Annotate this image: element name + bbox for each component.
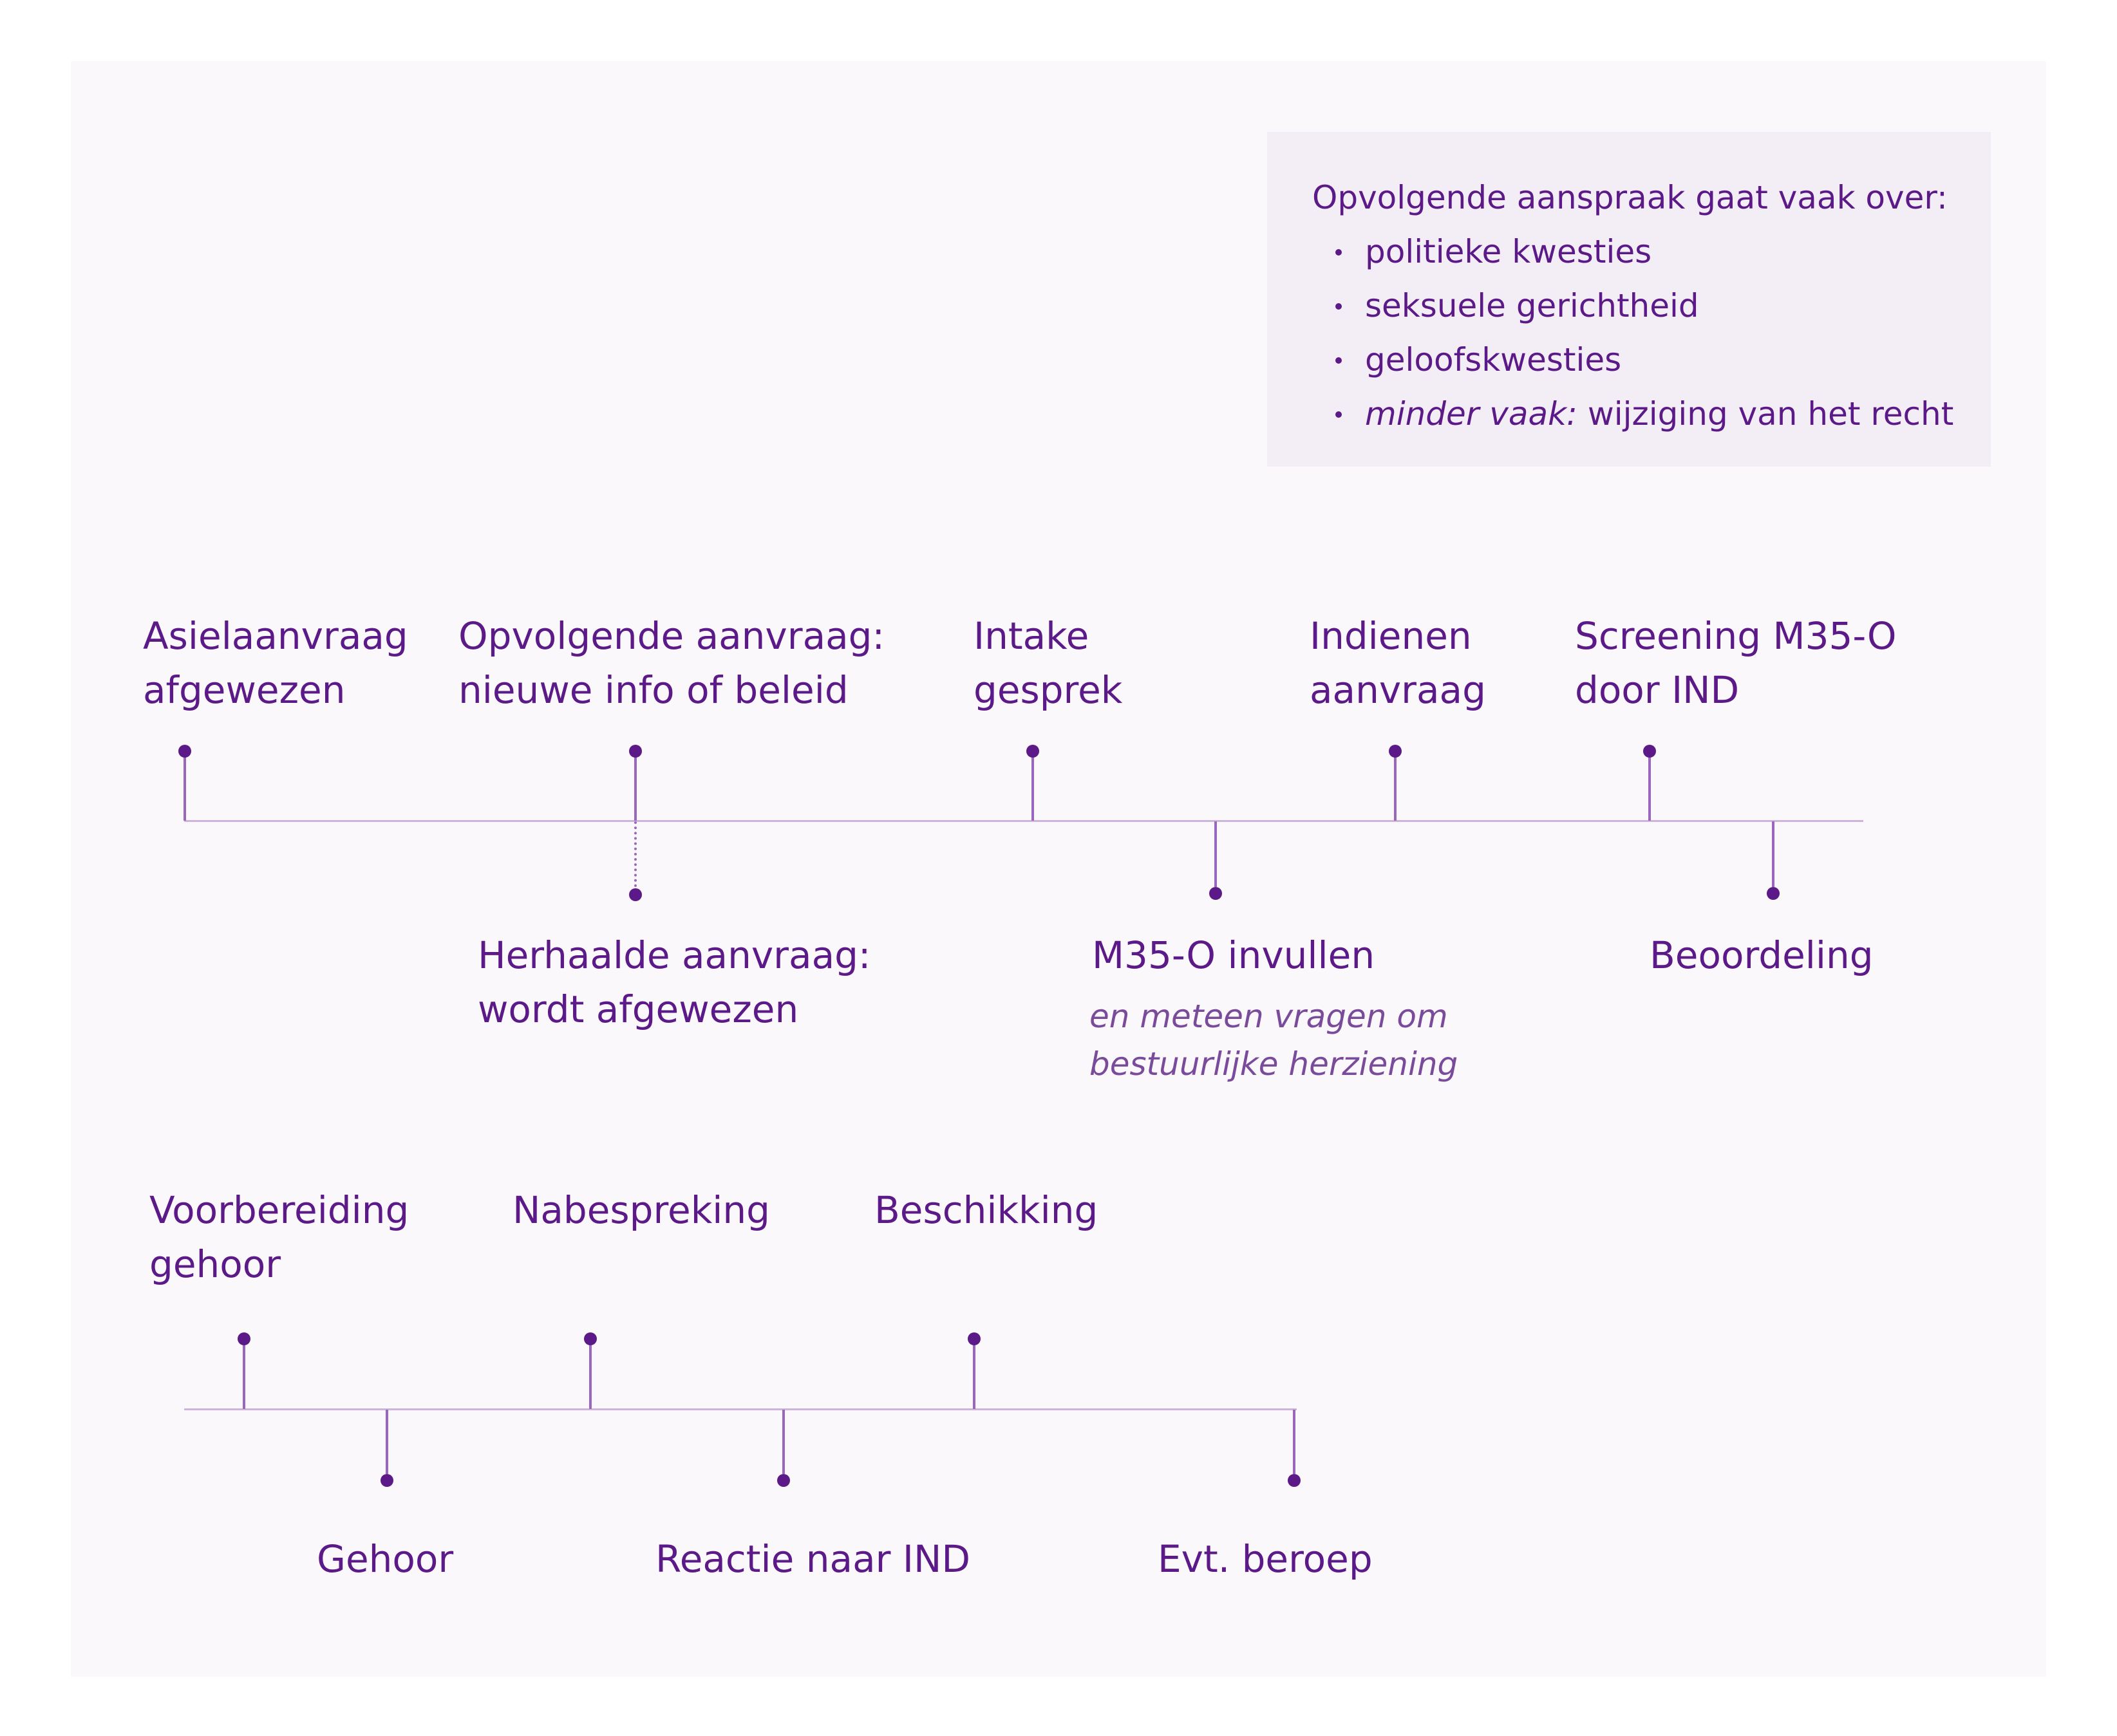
milestone-stem xyxy=(1214,821,1217,887)
milestone-stem xyxy=(782,1410,785,1474)
milestone-label-herhaalde-aanvraag: Herhaalde aanvraag: wordt afgewezen xyxy=(478,933,871,1031)
milestone-label-nabespreking: Nabespreking xyxy=(513,1188,770,1232)
milestone-dot xyxy=(629,888,642,901)
milestone-dot xyxy=(1389,745,1402,758)
milestone-dot xyxy=(777,1474,790,1487)
milestone-label-intake-gesprek: Intake gesprek xyxy=(974,614,1123,712)
milestone-label-gehoor: Gehoor xyxy=(317,1537,454,1581)
milestone-stem xyxy=(1031,751,1034,821)
milestone-label-m35o-invullen: M35-O invullen xyxy=(1092,933,1375,977)
milestone-label-beoordeling: Beoordeling xyxy=(1650,933,1874,977)
info-title: Opvolgende aanspraak gaat vaak over: xyxy=(1312,179,1948,216)
info-item-rest: wijziging van het recht xyxy=(1577,395,1954,433)
milestone-stem xyxy=(1648,751,1651,821)
info-item: politieke kwesties xyxy=(1331,225,1953,279)
info-item: geloofskwesties xyxy=(1331,333,1953,387)
info-box: Opvolgende aanspraak gaat vaak over: pol… xyxy=(1267,132,1991,467)
milestone-stem xyxy=(973,1339,975,1409)
milestone-stem xyxy=(386,1410,388,1474)
milestone-label-beschikking: Beschikking xyxy=(874,1188,1098,1232)
milestone-stem xyxy=(1293,1410,1295,1474)
info-list: politieke kwesties seksuele gerichtheid … xyxy=(1331,225,1953,441)
milestone-label-screening: Screening M35-O door IND xyxy=(1575,614,1897,712)
timeline-2-axis xyxy=(184,1408,1297,1410)
milestone-label-voorbereiding-gehoor: Voorbereiding gehoor xyxy=(149,1188,409,1286)
milestone-dot xyxy=(1767,887,1780,900)
milestone-dot xyxy=(238,1332,250,1345)
milestone-dot xyxy=(968,1332,981,1345)
milestone-stem xyxy=(589,1339,592,1409)
milestone-dot xyxy=(629,745,642,758)
milestone-sublabel-herziening: en meteen vragen om bestuurlijke herzien… xyxy=(1089,998,1458,1083)
milestone-dot xyxy=(178,745,191,758)
milestone-label-opvolgende-aanvraag: Opvolgende aanvraag: nieuwe info of bele… xyxy=(458,614,885,712)
milestone-label-evt-beroep: Evt. beroep xyxy=(1158,1537,1373,1581)
milestone-label-asielaanvraag: Asielaanvraag afgewezen xyxy=(143,614,408,712)
info-item-emphasis: minder vaak: xyxy=(1365,395,1577,433)
milestone-stem xyxy=(634,751,637,821)
milestone-label-reactie-naar-ind: Reactie naar IND xyxy=(655,1537,971,1581)
milestone-stem xyxy=(183,751,186,821)
milestone-dot xyxy=(381,1474,393,1487)
milestone-dot xyxy=(1288,1474,1301,1487)
info-item-last: minder vaak: wijziging van het recht xyxy=(1331,387,1953,441)
milestone-dot xyxy=(1209,887,1222,900)
milestone-dot xyxy=(1026,745,1039,758)
milestone-stem-dotted xyxy=(634,821,637,887)
timeline-1-axis xyxy=(184,820,1863,822)
milestone-dot xyxy=(1643,745,1656,758)
milestone-stem xyxy=(243,1339,245,1409)
info-item: seksuele gerichtheid xyxy=(1331,279,1953,333)
milestone-label-indienen-aanvraag: Indienen aanvraag xyxy=(1310,614,1486,712)
milestone-dot xyxy=(584,1332,597,1345)
milestone-stem xyxy=(1772,821,1774,887)
milestone-stem xyxy=(1394,751,1397,821)
